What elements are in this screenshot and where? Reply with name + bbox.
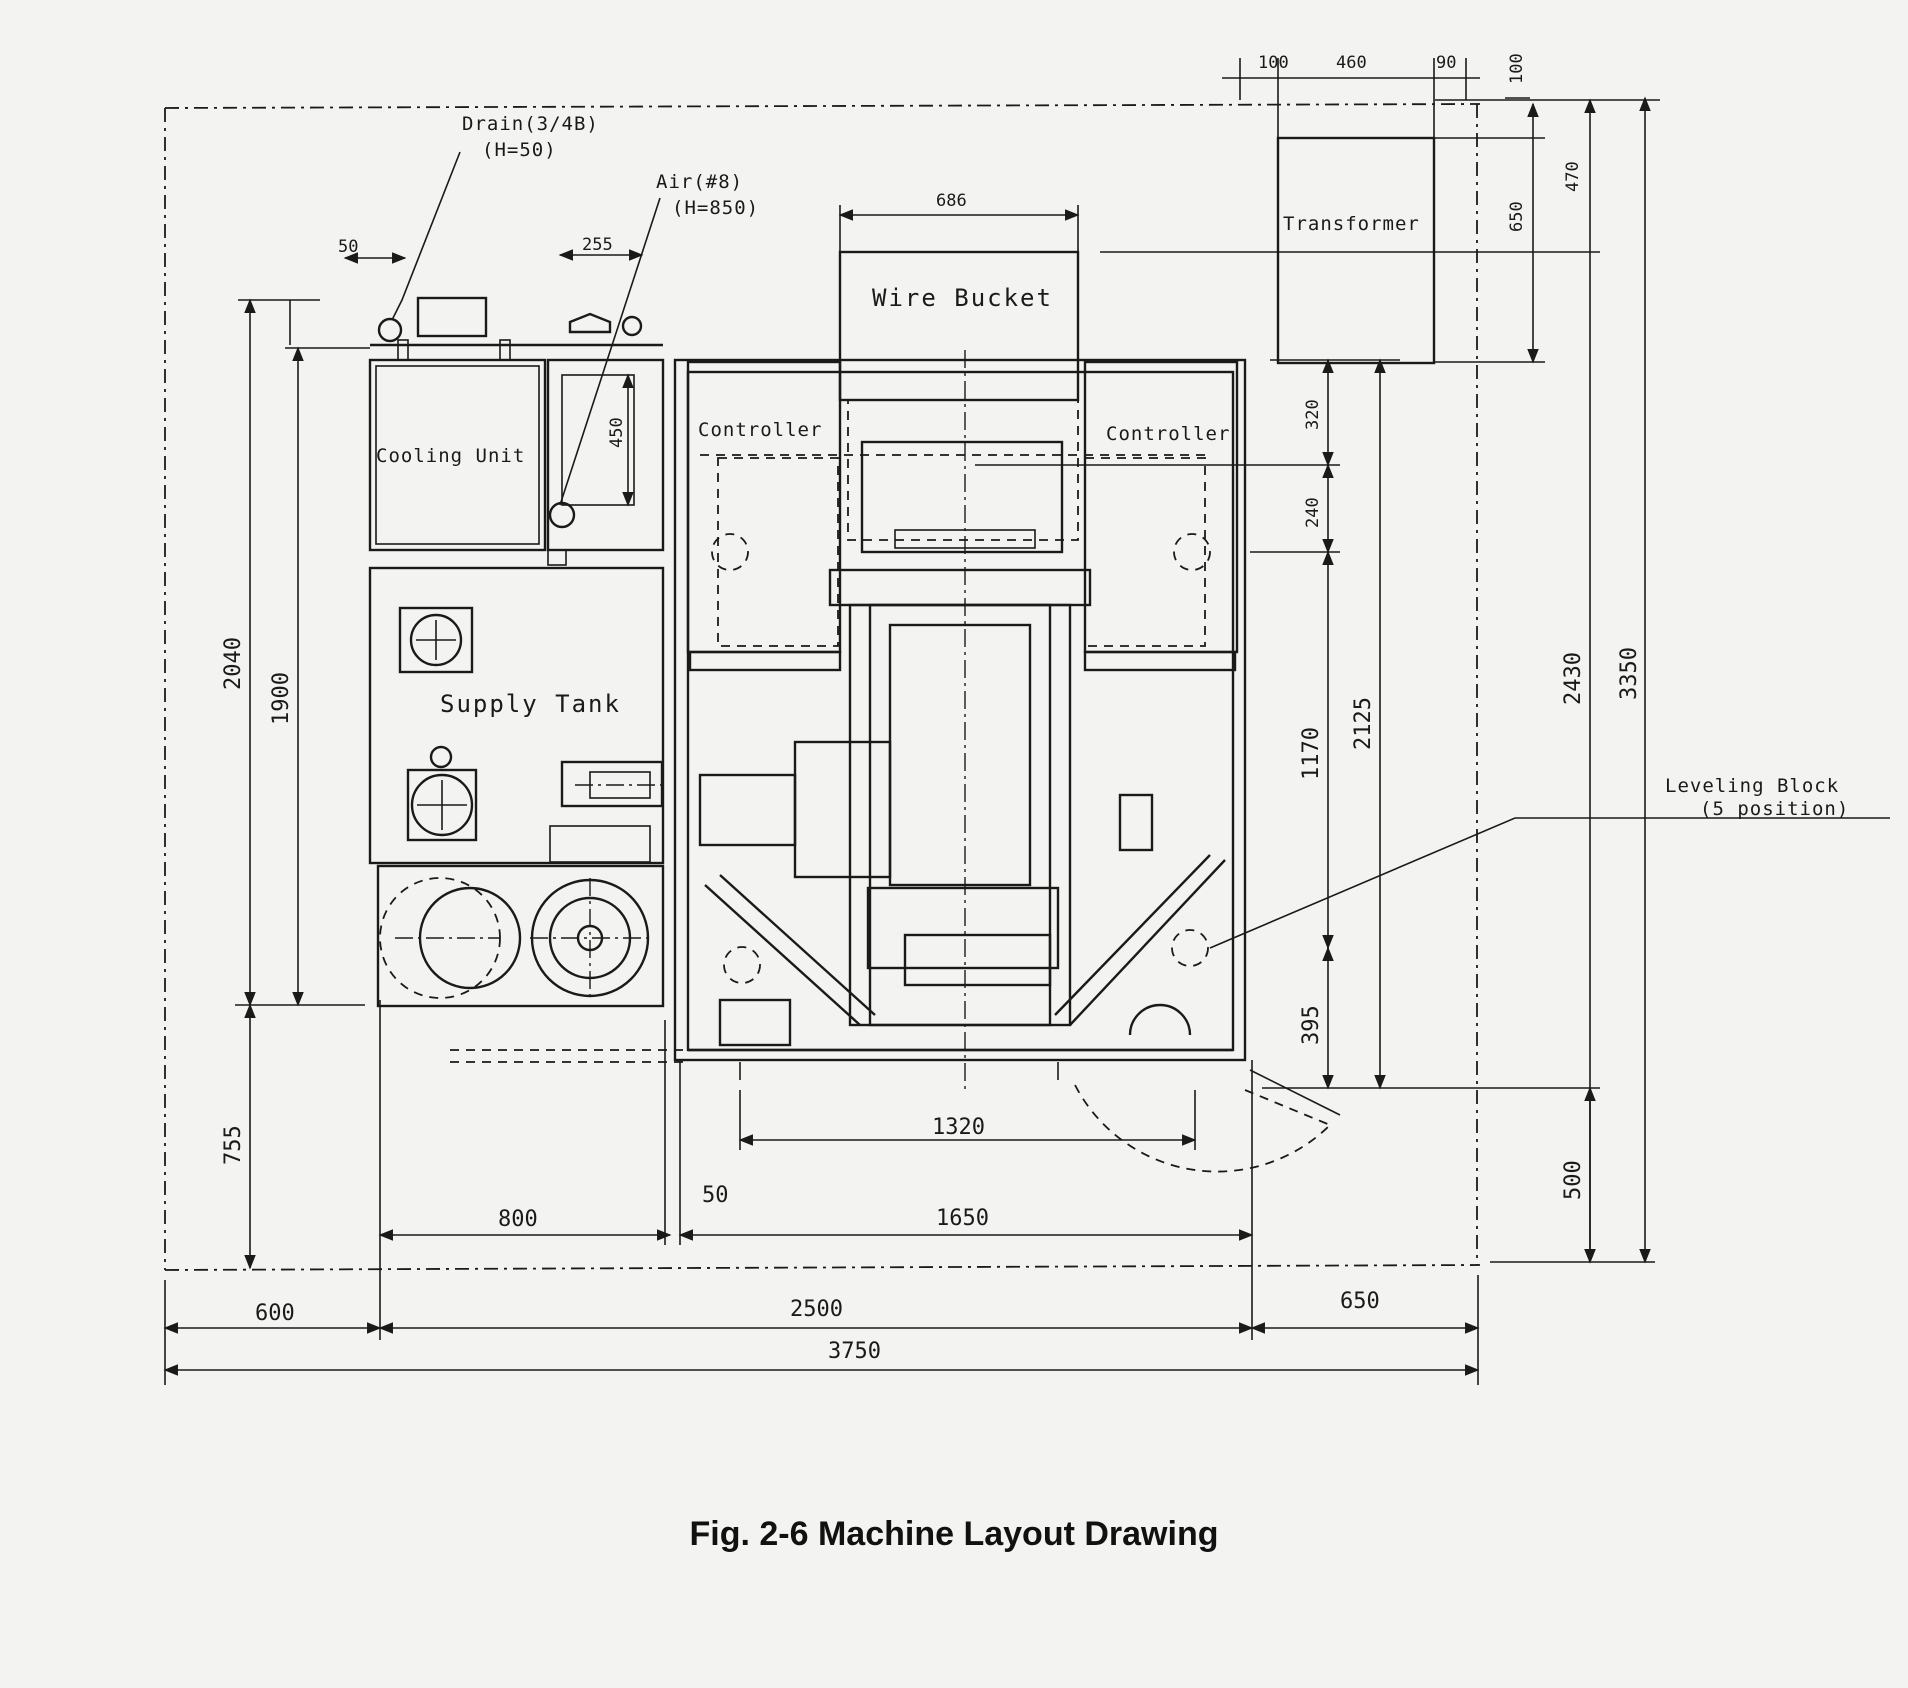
dim-650-side: 650 [1507, 201, 1527, 232]
dim-100-side: 100 [1507, 53, 1527, 84]
transformer-label: Transformer [1283, 213, 1420, 235]
cooling-unit [368, 296, 665, 566]
dim-755: 755 [221, 1125, 246, 1165]
main-machine-frame [450, 350, 1247, 1090]
dim-90: 90 [1436, 53, 1456, 73]
pump-assembly [376, 864, 665, 1008]
dim-1320: 1320 [932, 1115, 985, 1140]
dim-1170: 1170 [1299, 727, 1324, 780]
dim-450: 450 [607, 417, 627, 448]
dim-50-bottom: 50 [702, 1183, 729, 1208]
drain-height-label: (H=50) [482, 139, 557, 161]
air-label: Air(#8) [656, 171, 743, 193]
drain-label: Drain(3/4B) [462, 113, 599, 135]
air-height-label: (H=850) [672, 197, 759, 219]
transformer [1100, 136, 1436, 365]
dim-686: 686 [936, 191, 967, 211]
dim-50-top: 50 [338, 237, 358, 257]
dim-2430: 2430 [1561, 652, 1586, 705]
dim-470: 470 [1563, 161, 1583, 192]
dim-460: 460 [1336, 53, 1367, 73]
dim-800: 800 [498, 1207, 538, 1232]
supply-tank-label: Supply Tank [440, 690, 621, 718]
wire-bucket-label: Wire Bucket [872, 284, 1053, 312]
dim-320: 320 [1303, 399, 1323, 430]
dim-3750: 3750 [828, 1339, 881, 1364]
dim-600: 600 [255, 1301, 295, 1326]
component-labels: Drain(3/4B) (H=50) Air(#8) (H=850) Cooli… [376, 113, 1849, 820]
dim-500: 500 [1561, 1160, 1586, 1200]
dim-1650: 1650 [936, 1206, 989, 1231]
cooling-unit-label: Cooling Unit [376, 445, 525, 467]
door-swing [1074, 1069, 1341, 1173]
controller-right-label: Controller [1106, 423, 1230, 445]
leveling-block-label: Leveling Block [1665, 775, 1839, 797]
dim-2125: 2125 [1351, 697, 1376, 750]
supply-tank [368, 566, 665, 865]
dim-395: 395 [1299, 1005, 1324, 1045]
leveling-block-note: (5 position) [1700, 798, 1849, 820]
dim-2040: 2040 [221, 637, 246, 690]
dim-2500: 2500 [790, 1297, 843, 1322]
dim-1900: 1900 [269, 672, 294, 725]
floor-area-outline [164, 103, 1481, 1271]
dim-240: 240 [1303, 497, 1323, 528]
dimension-values: 100 460 90 100 470 650 50 255 686 450 32… [221, 53, 1642, 1364]
wire-bucket [700, 250, 1340, 554]
figure-caption: Fig. 2-6 Machine Layout Drawing [689, 1515, 1219, 1553]
dim-3350: 3350 [1617, 647, 1642, 700]
dim-255: 255 [582, 235, 613, 255]
dim-100: 100 [1258, 53, 1289, 73]
controller-left-label: Controller [698, 419, 822, 441]
dim-650: 650 [1340, 1289, 1380, 1314]
dimension-lines [163, 58, 1890, 1385]
